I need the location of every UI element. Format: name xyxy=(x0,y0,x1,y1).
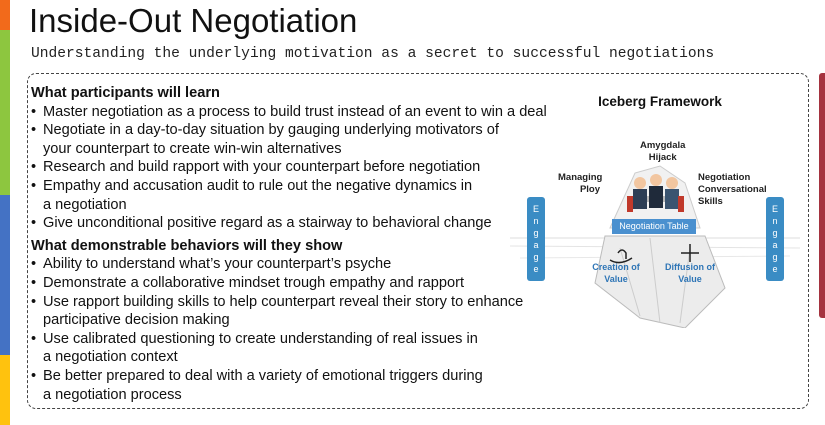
engage-letter: e xyxy=(533,264,539,274)
accent-bar-orange xyxy=(0,0,10,30)
engage-letter: g xyxy=(533,228,539,238)
bullet-item: • Master negotiation as a process to buil… xyxy=(31,103,547,122)
negotiation-table-label: Negotiation Table xyxy=(612,219,696,234)
iceberg-graphic xyxy=(510,165,800,328)
engage-letter: g xyxy=(772,252,778,262)
bullet-text: Empathy and accusation audit to rule out… xyxy=(43,177,473,194)
bullet-text: Give unconditional positive regard as a … xyxy=(43,215,492,232)
bullet-item: • Use calibrated questioning to create un… xyxy=(31,330,547,349)
bullet-icon: • xyxy=(31,215,37,232)
bullet-text-continued: a negotiation process xyxy=(43,386,182,403)
accent-bar-green xyxy=(0,30,10,195)
bullet-icon: • xyxy=(31,122,37,139)
bullet-text: Demonstrate a collaborative mindset trou… xyxy=(43,274,465,291)
bullet-text: Use calibrated questioning to create und… xyxy=(43,330,478,347)
bullet-item: • Research and build rapport with your co… xyxy=(31,158,547,177)
engage-letter: a xyxy=(772,240,778,250)
behaviors-heading: What demonstrable behaviors will they sh… xyxy=(31,237,343,254)
bullet-text: Master negotiation as a process to build… xyxy=(43,103,547,120)
bullet-text: Use rapport building skills to help coun… xyxy=(43,293,524,310)
bullet-item: • Negotiate in a day-to-day situation by … xyxy=(31,121,547,140)
hand-plant-icon xyxy=(609,249,633,264)
engage-letter: n xyxy=(533,216,539,226)
bullet-text: Negotiate in a day-to-day situation by g… xyxy=(43,122,499,139)
bullet-item: • Be better prepared to deal with a varie… xyxy=(31,367,547,386)
bullet-text-continued: a negotiation context xyxy=(43,349,178,366)
learn-list: • Master negotiation as a process to buil… xyxy=(31,103,547,233)
bullet-icon: • xyxy=(31,103,37,120)
slide-title: Inside-Out Negotiation xyxy=(29,2,358,39)
bullet-icon: • xyxy=(31,330,37,347)
engage-letter: E xyxy=(532,204,539,214)
bullet-text-continued: participative decision making xyxy=(43,312,230,329)
bullet-item: • Empathy and accusation audit to rule ou… xyxy=(31,177,547,196)
bullet-item: • Give unconditional positive regard as a… xyxy=(31,214,547,233)
bullet-text: Be better prepared to deal with a variet… xyxy=(43,367,483,384)
bullet-item: • Ability to understand what’s your count… xyxy=(31,255,547,274)
diagram-title: Iceberg Framework xyxy=(598,94,722,109)
bullet-icon: • xyxy=(31,159,37,176)
bullet-icon: • xyxy=(31,293,37,310)
engage-letter: g xyxy=(772,228,778,238)
bullet-text-continued: your counterpart to create win-win alter… xyxy=(43,140,342,157)
bullet-icon: • xyxy=(31,274,37,291)
engage-letter: n xyxy=(772,216,778,226)
content-text: What participants will learn • Master neg… xyxy=(31,84,547,404)
engage-letter: a xyxy=(533,240,539,250)
engage-letter: g xyxy=(533,252,539,262)
move-arrows-icon xyxy=(681,244,699,262)
bullet-icon: • xyxy=(31,367,37,384)
content-box xyxy=(27,73,809,409)
bullet-icon: • xyxy=(31,177,37,194)
bullet-item: • Demonstrate a collaborative mindset tro… xyxy=(31,274,547,293)
slide-subtitle: Understanding the underlying motivation … xyxy=(31,46,715,62)
bullet-icon: • xyxy=(31,256,37,273)
side-panel-edge xyxy=(819,73,825,318)
bullet-text: Ability to understand what’s your counte… xyxy=(43,256,392,273)
bullet-text: Research and build rapport with your cou… xyxy=(43,159,481,176)
engage-letter: E xyxy=(771,204,778,214)
accent-bar-yellow xyxy=(0,355,10,425)
bullet-item: • Use rapport building skills to help cou… xyxy=(31,293,547,312)
behaviors-list: • Ability to understand what’s your count… xyxy=(31,255,547,404)
bullet-text-continued: a negotiation xyxy=(43,196,127,213)
people-at-table-icon xyxy=(627,174,684,212)
accent-bar-blue xyxy=(0,195,10,355)
engage-letter: e xyxy=(772,264,778,274)
learn-heading: What participants will learn xyxy=(31,85,220,101)
